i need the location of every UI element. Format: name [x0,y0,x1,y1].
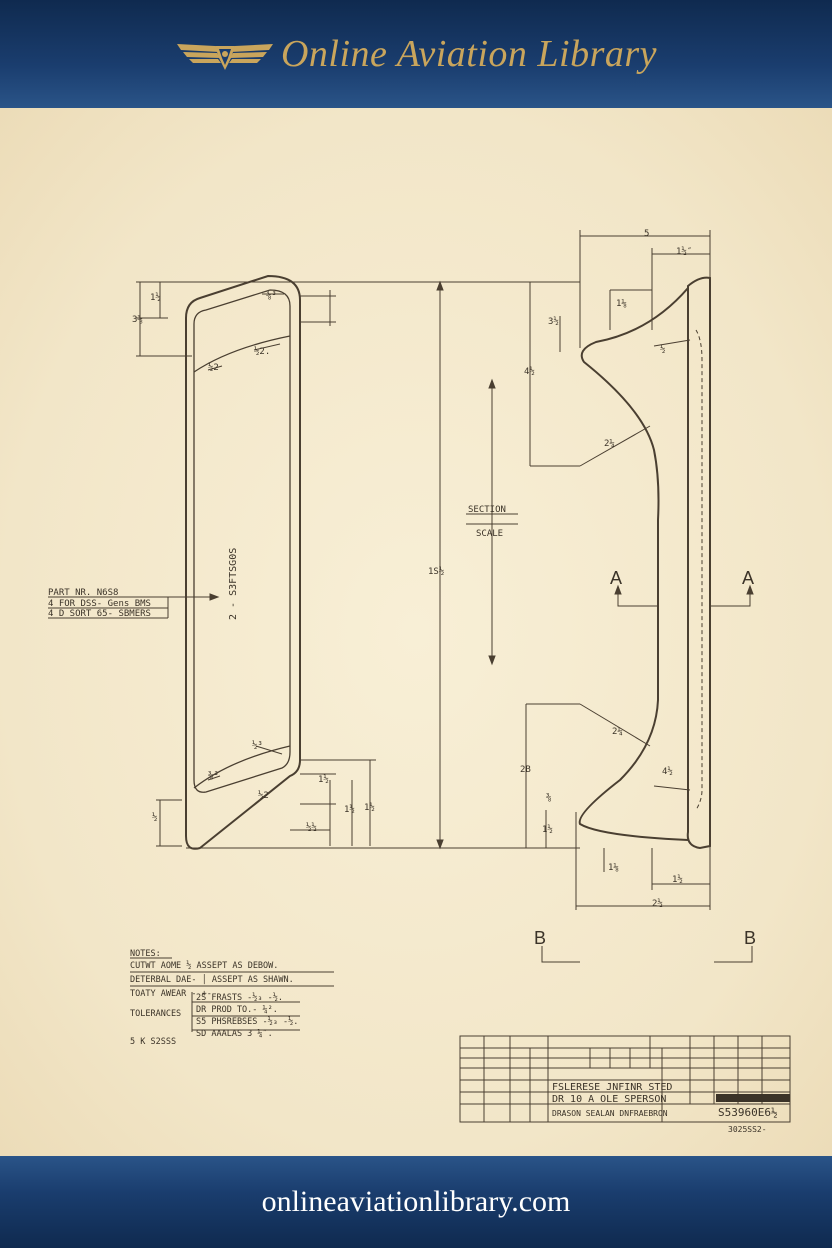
sheet-number: 3025SS2- [728,1125,767,1134]
drawing-number: S53960E6½ [718,1106,778,1119]
part-callout-line-1: PART NR. N6S8 [48,588,118,598]
dim-right-bottom-b: ⅜ [546,793,551,803]
notes-heading: NOTES: [130,949,161,959]
dim-right-bottom-d: 4½ [662,766,673,777]
dim-right-bottom-c: 1½ [542,824,553,835]
title-block-line-2: DR 10 A OLE SPERSON [552,1094,666,1105]
dim-top-offset: 1½″ [676,246,692,257]
dim-left-bot-d: 1½ [318,774,329,785]
dim-bottom-offset: 1⅛ [608,863,619,873]
dim-right-top-a: 1⅛ [616,299,627,309]
notes-footer-line: 5 K S2SSS [130,1037,176,1047]
tolerance-line-2: DR PROD TO.- ¼². [196,1005,278,1015]
section-mark-b-left: B [534,928,546,948]
site-footer: onlineaviationlibrary.com [0,1156,832,1248]
notes-line-1: CUTWT AOME ½ ASSEPT AS DEBOW. [130,960,278,971]
dim-left-bot-a: ½³ [252,740,263,751]
section-mark-a-right: A [742,568,754,588]
dim-left-bot-c: ½2 [258,790,269,801]
dim-bottom-width: 2½ [652,898,663,909]
dim-top-width: 5 [644,229,649,239]
dim-right-curve-bottom: 2¼ [612,727,623,737]
dim-left-top-b: 3⅜ [132,315,143,325]
dim-right-top-c: 4½ [524,366,535,377]
dim-left-bot-f: 1½ [344,804,355,815]
right-part-outline [466,230,754,963]
section-label: SECTION [468,505,506,515]
site-title: Online Aviation Library [280,33,658,75]
left-part-outline [48,274,376,850]
site-header: Online Aviation Library [0,0,832,108]
tolerance-label: TOLERANCES [130,1009,181,1019]
dim-right-top-b: 3½ [548,316,559,327]
tolerance-line-1: 2S FRASTS -½₃ -½. [196,992,283,1003]
dim-left-bot-g: 1½ [364,802,375,813]
dim-right-curve-top: 2¼ [604,439,615,449]
dim-left-bot-b: ⅜³ [208,771,219,781]
vertical-note: 2 - S3FTSG0S [228,548,239,620]
title-block-line-3: DRASON SEALAN DNFRAEBRON [552,1109,668,1118]
dim-right-bottom-a: 2B [520,765,531,775]
section-mark-b-right: B [744,928,756,948]
part-callout-line-3: 4 D SORT 65- SBMERS [48,609,151,619]
dim-overall-height: 1S½ [428,566,444,577]
dim-left-bot-h: ½ [152,812,157,823]
scale-label: SCALE [476,529,503,539]
title-block-grid [459,1035,791,1123]
section-mark-a-left: A [610,568,622,588]
site-url[interactable]: onlineaviationlibrary.com [261,1185,571,1218]
part-callout-line-2: 4 FOR DSS- Gens BMS [48,599,151,609]
notes-line-2: DETERBAL DAE- │ ASSEPT AS SHAWN. [130,974,294,985]
dim-left-corner-a: ⅜³ [266,291,277,301]
winged-emblem-icon [176,44,273,70]
tolerance-line-3: S5 PHSREBSES -½₃ -½. [196,1016,298,1027]
dim-bottom-width-b: 1½ [672,874,683,885]
dim-left-bot-e: ½½ [306,822,317,833]
dim-left-corner-c: ½2 [208,362,219,373]
dim-left-top-a: 1½ [150,292,161,303]
notes-line-3: TOATY AWEAR - +- [130,989,212,999]
dim-right-top-d: ½ [660,344,665,355]
title-block-line-1: FSLERESE JNFINR STED [552,1082,672,1093]
tolerance-line-4: SD AAALAS 3 ¼″. [196,1029,273,1039]
dim-left-corner-b: ½2. [254,346,270,357]
